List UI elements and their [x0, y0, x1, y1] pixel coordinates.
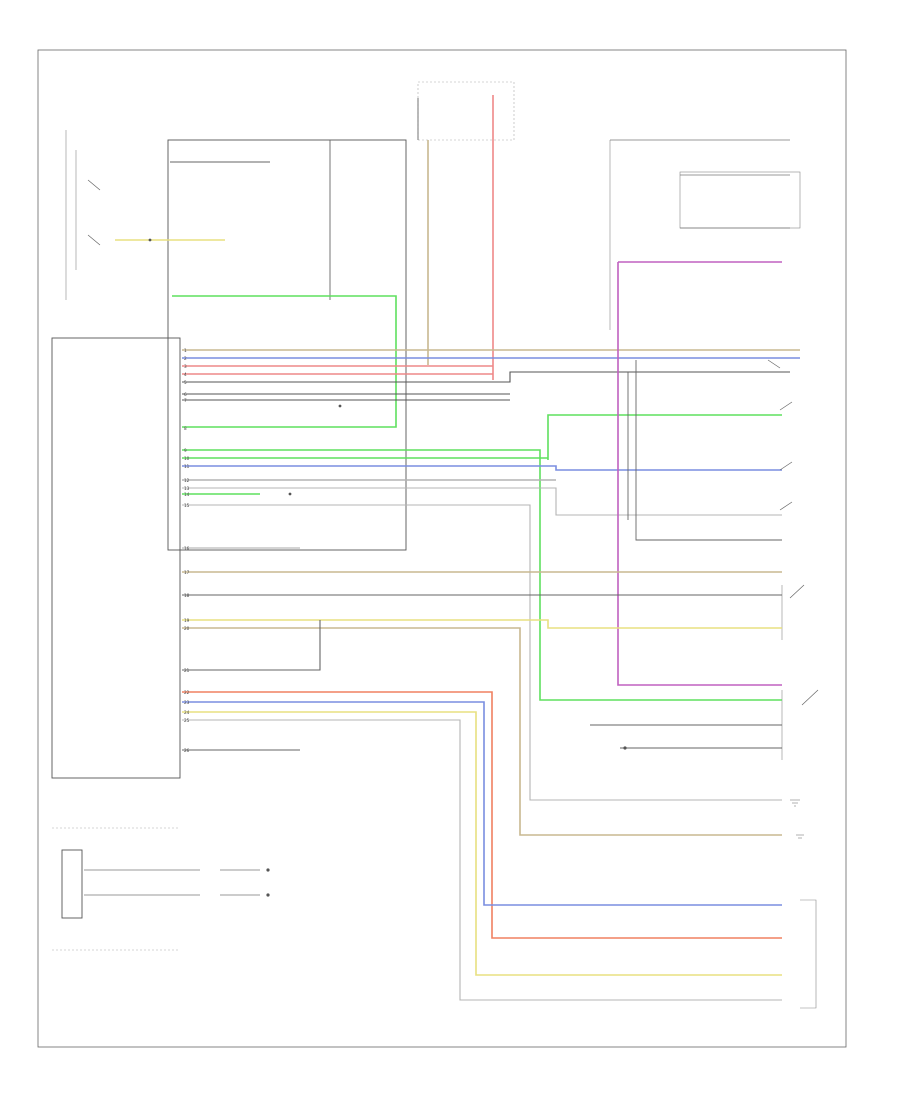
wire-yellow-3 — [182, 711, 782, 976]
switch-icon — [801, 689, 819, 706]
wire-blue-2 — [182, 465, 782, 471]
pin-number: 20 — [184, 626, 190, 631]
wire-group — [84, 95, 800, 1001]
wire-gray-5 — [182, 719, 782, 1001]
pin-number: 14 — [184, 492, 190, 497]
switch-icon — [779, 501, 793, 511]
splice-icon — [623, 746, 627, 750]
pin-number: 15 — [184, 503, 190, 508]
wire-gray-3 — [182, 504, 782, 801]
bottom-right-bracket — [800, 899, 817, 1009]
ground-icon — [796, 834, 804, 839]
pin-number: 18 — [184, 593, 190, 598]
pin-number-column: 1 2 3 4 5 6 7 8 9 10 11 12 13 14 15 16 1… — [184, 348, 190, 753]
wire-black-right-2 — [635, 360, 782, 541]
pin-number: 16 — [184, 546, 190, 551]
pin-number: 9 — [184, 448, 187, 453]
pin-number: 26 — [184, 748, 190, 753]
wire-green-long — [182, 449, 782, 701]
ground-icon — [790, 799, 800, 807]
pin-number: 7 — [184, 398, 187, 403]
pin-number: 4 — [184, 372, 187, 377]
pin-number: 21 — [184, 668, 190, 673]
connector-icon — [266, 868, 270, 872]
wire-black-1 — [182, 371, 790, 383]
pin-number: 17 — [184, 570, 190, 575]
switch-icon — [779, 401, 793, 411]
right-component-1 — [679, 171, 801, 229]
pin-number: 5 — [184, 380, 187, 385]
pin-number: 13 — [184, 486, 190, 491]
wire-purple-right — [617, 261, 782, 686]
pin-number: 22 — [184, 690, 190, 695]
wire-yellow-2 — [182, 619, 782, 629]
pin-number: 3 — [184, 364, 187, 369]
fuse-box — [417, 81, 515, 141]
bottom-left-box — [61, 849, 83, 919]
pin-number: 11 — [184, 464, 190, 469]
pin-number: 23 — [184, 700, 190, 705]
pin-number: 1 — [184, 348, 187, 353]
switch-icon — [87, 179, 101, 191]
diagram-frame — [37, 49, 847, 1048]
pin-number: 2 — [184, 356, 187, 361]
pin-number: 10 — [184, 456, 190, 461]
wire-orange — [182, 691, 782, 939]
wire-green-upper — [172, 295, 397, 428]
connector-icon — [148, 238, 152, 242]
pin-number: 19 — [184, 618, 190, 623]
pin-number: 25 — [184, 718, 190, 723]
wire-black-5 — [182, 620, 321, 671]
ground-icons — [790, 799, 804, 839]
connector-icon — [338, 404, 342, 408]
switch-icon — [87, 234, 101, 246]
pin-number: 24 — [184, 710, 190, 715]
wire-blue-3 — [182, 701, 782, 906]
pin-number: 6 — [184, 392, 187, 397]
switch-icon — [767, 359, 781, 369]
wire-green-right — [547, 414, 782, 460]
pin-number: 12 — [184, 478, 190, 483]
wire-tan-3 — [182, 627, 782, 836]
switch-icon — [779, 461, 793, 471]
control-module-box — [51, 337, 181, 779]
switch-icon — [789, 584, 805, 599]
pin-number: 8 — [184, 426, 187, 431]
connector-dots — [148, 238, 627, 897]
connector-icon — [288, 492, 292, 496]
wire-gray-2 — [182, 487, 782, 516]
connector-icon — [266, 893, 270, 897]
switch-icons — [87, 179, 819, 706]
